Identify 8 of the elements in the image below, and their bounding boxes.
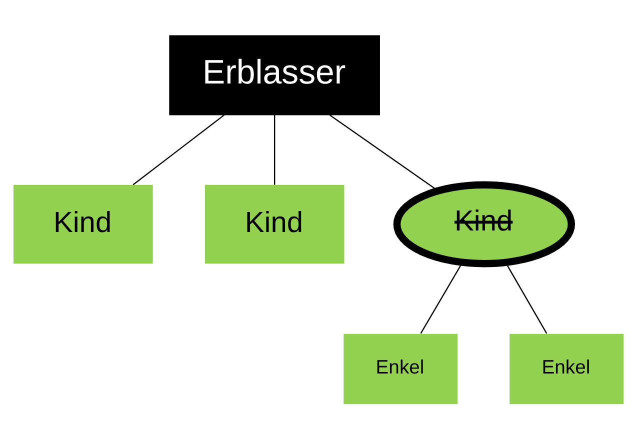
node-box: Erblasser bbox=[169, 34, 380, 115]
connector bbox=[274, 114, 276, 184]
connector bbox=[132, 114, 225, 185]
node-ellipse: Kind bbox=[393, 180, 576, 267]
node-box: Enkel bbox=[510, 333, 624, 404]
node-box: Kind bbox=[204, 184, 344, 264]
node-box: Kind bbox=[14, 184, 153, 264]
node-box: Enkel bbox=[344, 333, 458, 404]
